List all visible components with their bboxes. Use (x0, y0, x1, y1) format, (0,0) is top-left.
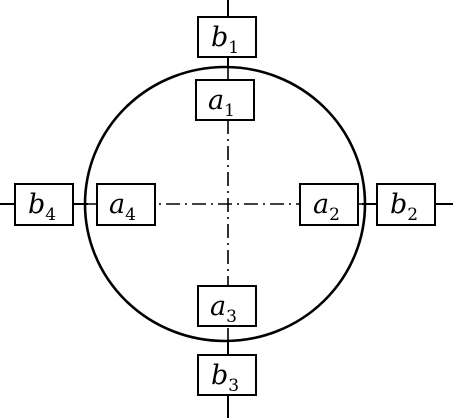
sensor-a4-subscript: 4 (125, 205, 136, 225)
sensor-a3-subscript: 3 (226, 307, 237, 327)
sensor-a2: a2 (299, 183, 359, 226)
sensor-a2-box (299, 183, 359, 226)
sensor-b1-box (197, 16, 257, 58)
sensor-a4-letter: a (109, 189, 125, 220)
sensor-b4: b4 (14, 183, 74, 226)
sensor-a1-box (195, 79, 255, 121)
svg-text:b1: b1 (211, 22, 239, 58)
sensor-b3-subscript: 3 (228, 376, 239, 396)
sensor-a3-letter: a (210, 291, 226, 322)
sensor-b2-letter: b (390, 189, 407, 220)
sensor-b1: b1 (197, 16, 257, 58)
sensor-b1-letter: b (211, 22, 228, 53)
sensor-b1-subscript: 1 (228, 38, 239, 58)
sensor-b4-box (14, 183, 74, 226)
sensor-b4-subscript: 4 (45, 205, 56, 225)
sensor-b2-subscript: 2 (407, 205, 418, 225)
sensor-a2-subscript: 2 (329, 205, 340, 225)
sensor-a3: a3 (197, 285, 257, 327)
svg-text:b3: b3 (211, 360, 239, 396)
sensor-a1: a1 (195, 79, 255, 121)
sensor-b2: b2 (376, 183, 436, 226)
sensor-a2-letter: a (313, 189, 329, 220)
sensor-b3: b3 (197, 354, 257, 396)
sensor-b2-box (376, 183, 436, 226)
sensor-a4: a4 (96, 183, 156, 226)
svg-text:a3: a3 (210, 291, 237, 327)
sensor-a1-subscript: 1 (224, 101, 235, 121)
svg-text:b2: b2 (390, 189, 418, 225)
svg-text:a1: a1 (208, 85, 235, 121)
svg-text:a2: a2 (313, 189, 340, 225)
svg-text:a4: a4 (109, 189, 136, 225)
sensor-b3-box (197, 354, 257, 396)
shaft-circle (83, 65, 367, 343)
sensor-b3-letter: b (211, 360, 228, 391)
sensor-a3-box (197, 285, 257, 327)
svg-text:b4: b4 (28, 189, 56, 225)
sensor-a4-box (96, 183, 156, 226)
sensor-a1-letter: a (208, 85, 224, 116)
sensor-b4-letter: b (28, 189, 45, 220)
